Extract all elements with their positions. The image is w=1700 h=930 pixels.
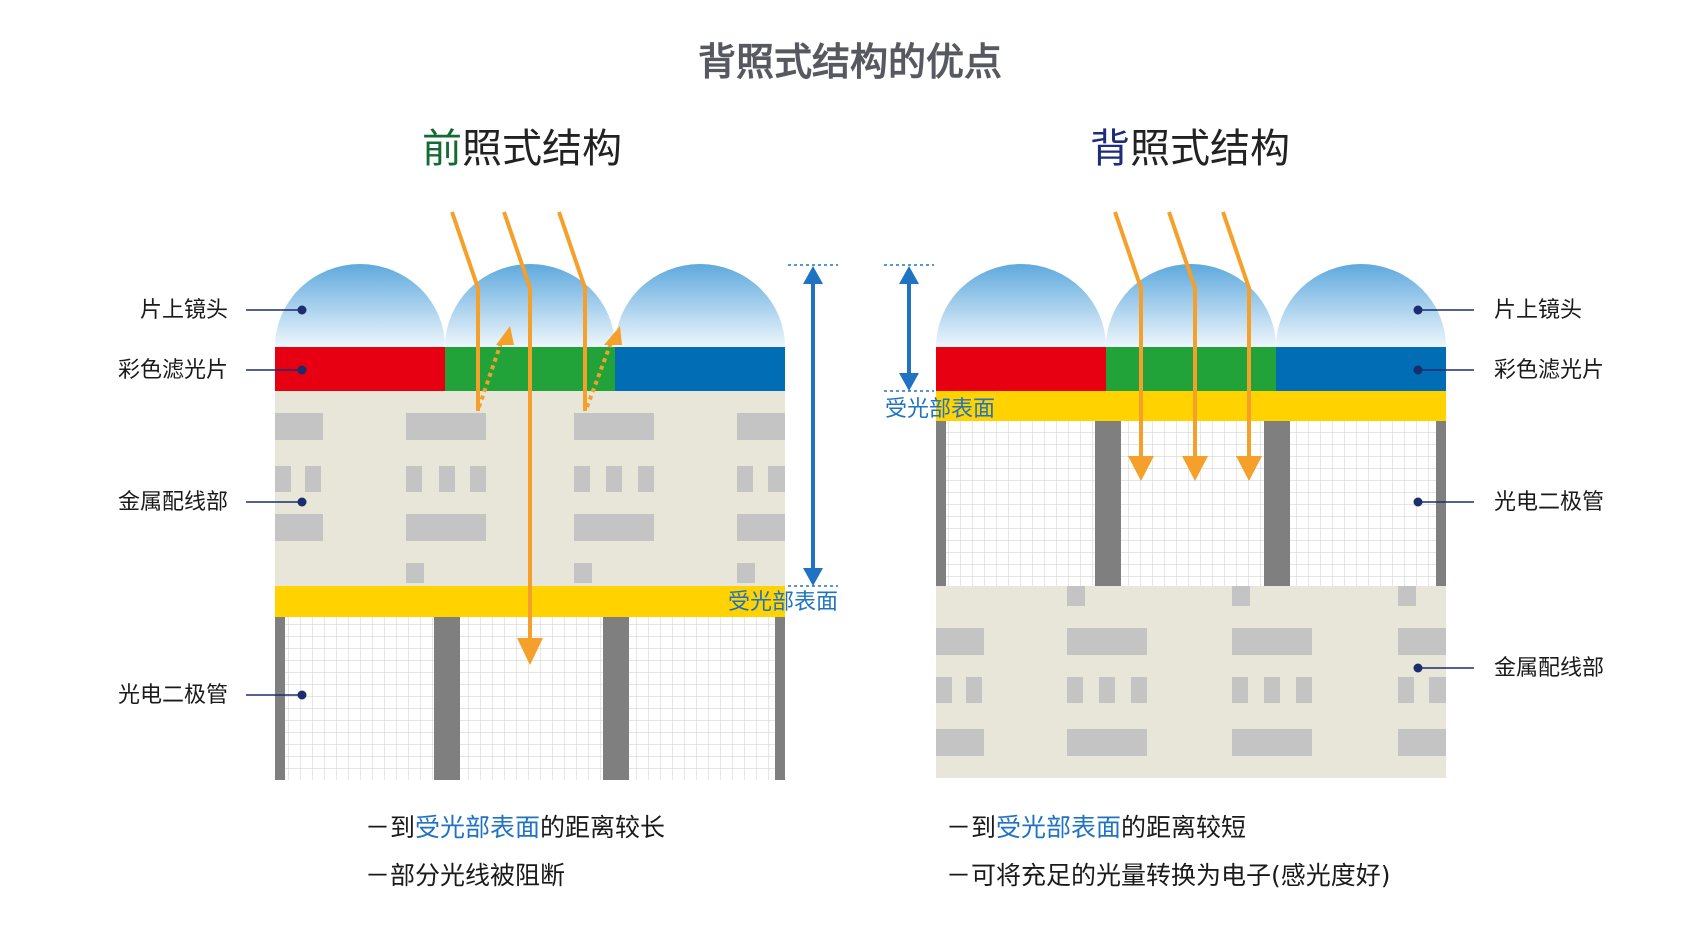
back-lens xyxy=(1276,264,1446,347)
back-light-arrowhead xyxy=(1182,456,1208,481)
front-lens xyxy=(615,264,785,347)
back-receiving-surface xyxy=(936,391,1446,421)
front-lens xyxy=(275,264,445,347)
back-filter-red xyxy=(936,347,1106,391)
back-lens xyxy=(1106,264,1276,347)
back-light-ray xyxy=(1113,211,1143,458)
back-label-photodiode: 光电二极管 xyxy=(1494,490,1604,515)
back-leader-dot xyxy=(1413,663,1423,673)
front-title-accent: 前 xyxy=(422,126,462,172)
front-distance-indicator xyxy=(788,264,838,587)
front-pd-separator xyxy=(775,617,785,780)
front-reflection-arrowhead xyxy=(496,326,514,345)
front-surface-label: 受光部表面 xyxy=(728,590,838,615)
back-distance-arrowhead xyxy=(899,266,919,284)
front-pd-separator xyxy=(275,617,285,780)
front-leader-dot xyxy=(297,497,307,507)
back-note-2: －可将充足的光量转换为电子(感光度好) xyxy=(946,861,1391,890)
front-title-rest: 照式结构 xyxy=(462,126,622,172)
back-leader-dot xyxy=(1413,497,1423,507)
front-wiring-blocks xyxy=(275,413,785,583)
back-wiring-layer xyxy=(936,586,1446,778)
back-pd-separator xyxy=(936,421,946,586)
front-light-ray xyxy=(557,211,587,411)
front-leader-dot xyxy=(297,365,307,375)
front-pd-separator xyxy=(434,617,460,780)
back-wiring-blocks xyxy=(936,586,1446,756)
back-surface-label: 受光部表面 xyxy=(885,397,995,422)
front-label-photodiode: 光电二极管 xyxy=(118,683,228,708)
back-pd-separator xyxy=(1436,421,1446,586)
back-light-arrowhead xyxy=(1128,456,1154,481)
front-pd-separator xyxy=(603,617,629,780)
front-title: 前照式结构 xyxy=(422,126,622,172)
back-label-lens: 片上镜头 xyxy=(1494,298,1582,323)
front-filter-blue xyxy=(615,347,785,391)
front-note-2: －部分光线被阻断 xyxy=(365,861,565,890)
front-reflected-ray xyxy=(585,339,614,408)
front-note-1: －到受光部表面的距离较长 xyxy=(365,813,665,842)
front-reflected-ray xyxy=(477,339,504,408)
back-light-ray xyxy=(1221,211,1251,458)
back-illuminated-structure: 背照式结构 xyxy=(884,126,1604,890)
back-pd-separator xyxy=(1264,421,1290,586)
back-pd-separator xyxy=(1095,421,1121,586)
front-light-ray xyxy=(450,211,480,411)
back-leader-dot xyxy=(1413,365,1423,375)
front-label-filter: 彩色滤光片 xyxy=(118,358,228,383)
front-leader-dot xyxy=(297,690,307,700)
back-label-wiring: 金属配线部 xyxy=(1494,656,1604,681)
front-distance-arrowhead xyxy=(803,568,823,586)
back-title-rest: 照式结构 xyxy=(1130,126,1290,172)
back-note-1: －到受光部表面的距离较短 xyxy=(946,813,1246,842)
front-distance-arrowhead xyxy=(803,266,823,284)
back-distance-arrowhead xyxy=(899,373,919,391)
front-light-ray xyxy=(502,211,532,640)
front-label-lens: 片上镜头 xyxy=(140,298,228,323)
back-photodiode-layer xyxy=(936,421,1446,586)
back-light-arrowhead xyxy=(1236,456,1262,481)
back-leader-dot xyxy=(1413,305,1423,315)
back-label-filter: 彩色滤光片 xyxy=(1494,358,1604,383)
back-title-accent: 背 xyxy=(1090,126,1130,172)
front-leader-dot xyxy=(297,305,307,315)
back-lens xyxy=(936,264,1106,347)
back-light-ray xyxy=(1167,211,1197,458)
front-illuminated-structure: 前照式结构 xyxy=(118,126,838,890)
front-label-wiring: 金属配线部 xyxy=(118,490,228,515)
back-title: 背照式结构 xyxy=(1090,126,1290,172)
page-title: 背照式结构的优点 xyxy=(698,40,1002,84)
front-light-arrowhead xyxy=(517,638,543,665)
front-reflection-arrowhead xyxy=(604,326,622,345)
